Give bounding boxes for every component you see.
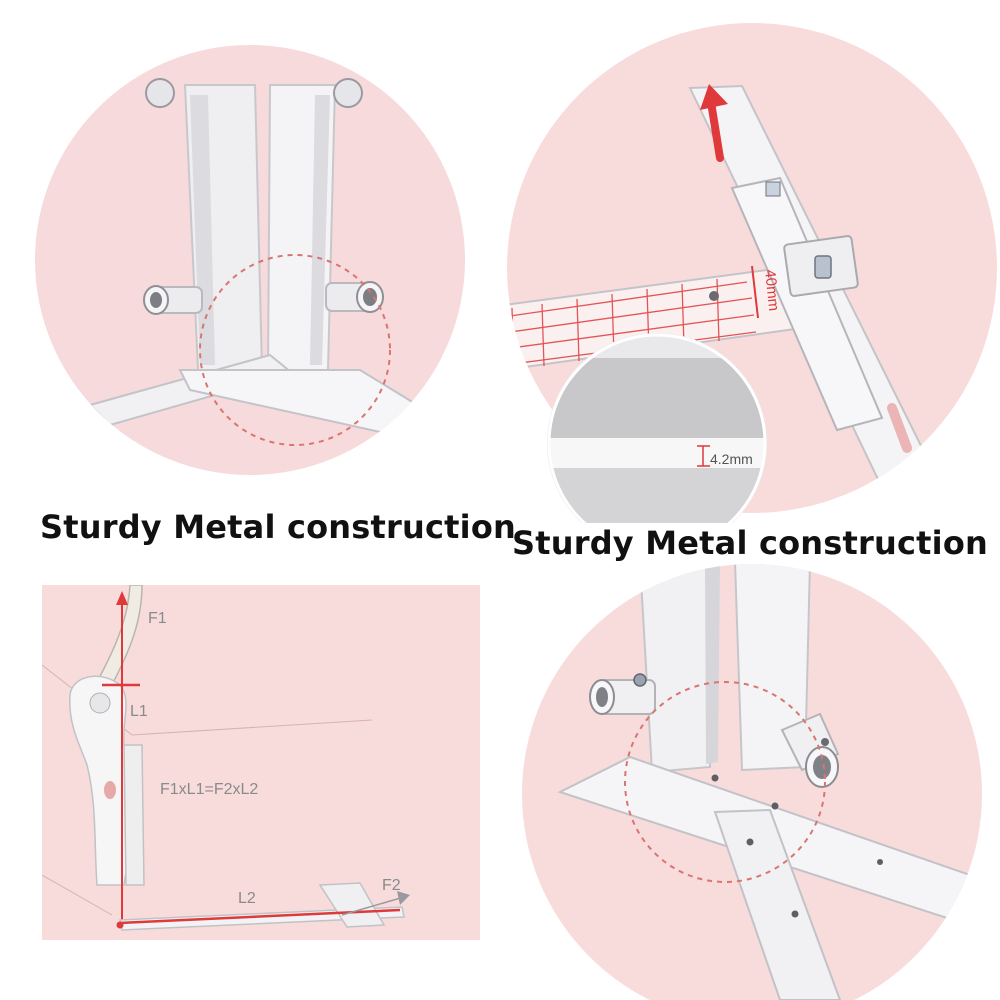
highlight-dashed-circle: [624, 681, 826, 883]
base-plate-hole: [709, 291, 719, 301]
top-right-tube: [333, 78, 363, 108]
panel-post-base: [522, 564, 982, 1000]
f2-label: F2: [382, 877, 401, 894]
f1-label: F1: [148, 610, 167, 627]
caption-top-right: Sturdy Metal construction: [512, 524, 988, 562]
highlight-dashed-circle: [199, 254, 391, 446]
panel-upright-joint: [35, 45, 465, 475]
l1-label: L1: [130, 703, 148, 720]
thickness-label: 4.2mm: [710, 451, 753, 467]
base-plate-vertical: [713, 808, 842, 1000]
lever-formula: F1xL1=F2xL2: [160, 781, 258, 798]
l2-label: L2: [238, 890, 256, 907]
set-screw: [633, 673, 647, 687]
top-left-tube: [145, 78, 175, 108]
f2-arrow: [341, 896, 405, 916]
bracket: [730, 176, 884, 432]
thickness-inset: 4.2mm: [547, 333, 767, 523]
width-label: 40mm: [761, 269, 782, 312]
panel-base-measurement: 40mm 4.2mm: [507, 23, 997, 523]
left-post: [638, 564, 717, 774]
bolt: [814, 255, 832, 279]
panel-lever-diagram: F1 L1 F1xL1=F2xL2 L2 F2: [42, 585, 480, 940]
caption-top-left: Sturdy Metal construction: [40, 508, 516, 546]
